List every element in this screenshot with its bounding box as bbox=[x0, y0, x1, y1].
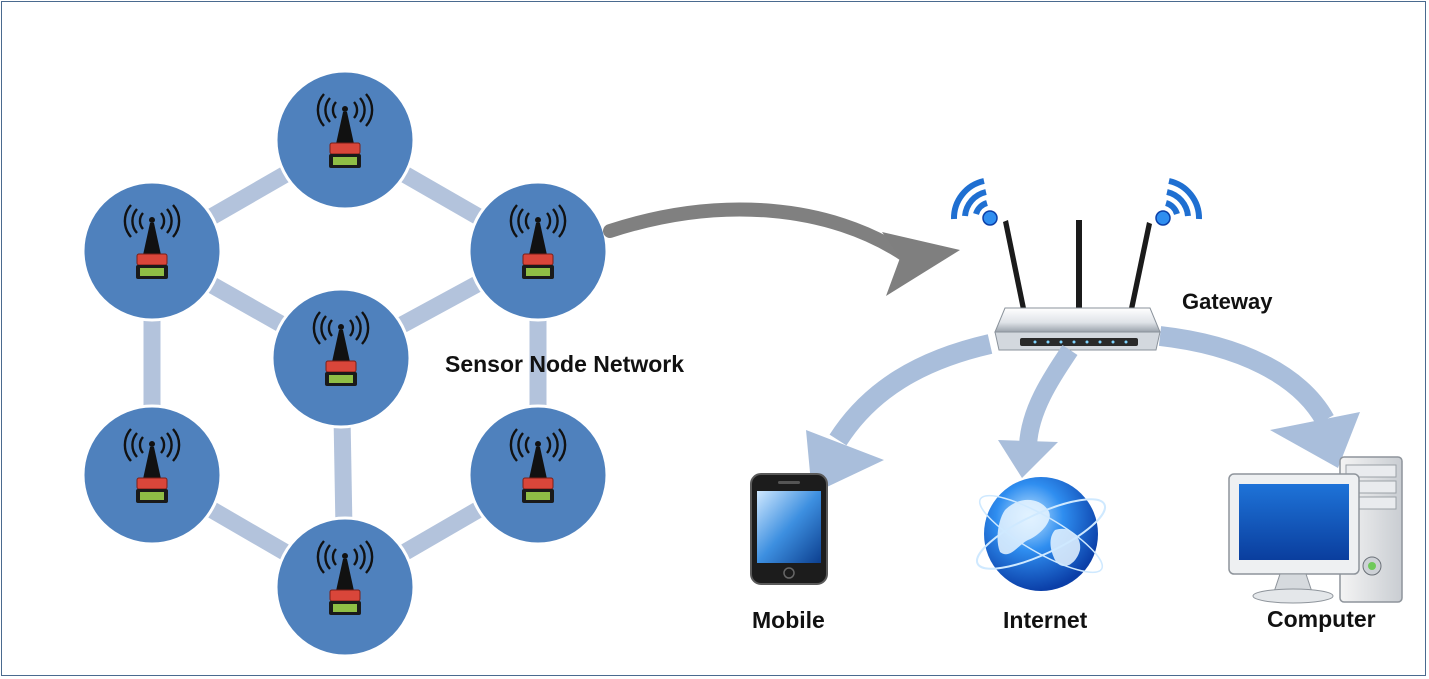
arrow-to-computer bbox=[1158, 326, 1360, 468]
sensor-network-label: Sensor Node Network bbox=[445, 351, 684, 377]
internet-label: Internet bbox=[1003, 607, 1088, 633]
flow-arrow-network-to-gateway bbox=[603, 202, 960, 296]
gateway-label: Gateway bbox=[1182, 289, 1273, 314]
globe-icon bbox=[975, 477, 1107, 591]
smartphone-icon bbox=[750, 473, 828, 585]
wireless-router-icon bbox=[994, 220, 1161, 351]
computer-label: Computer bbox=[1267, 606, 1376, 632]
arrow-to-internet bbox=[998, 345, 1078, 478]
desktop-computer-icon bbox=[1228, 456, 1403, 604]
wifi-signal-icon bbox=[950, 178, 998, 226]
wifi-signal-icon bbox=[1155, 178, 1203, 226]
mobile-label: Mobile bbox=[752, 607, 825, 633]
